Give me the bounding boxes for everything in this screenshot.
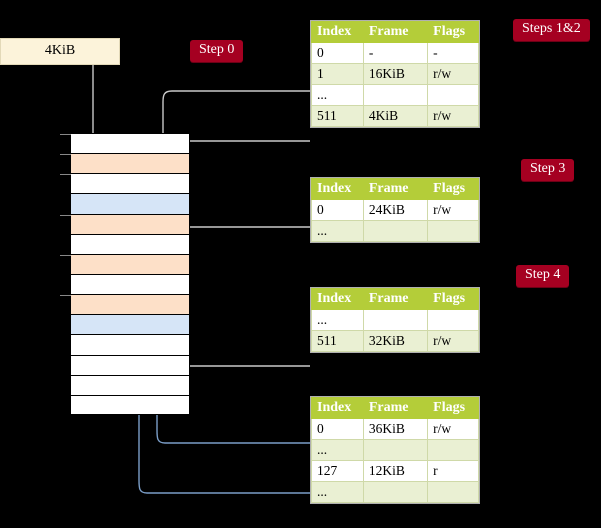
physical-memory-block [60, 133, 190, 415]
cell-flags: r/w [427, 63, 479, 86]
frame-tick-mark [60, 134, 71, 135]
cell-frame [362, 220, 429, 243]
cell-index: 1 [311, 63, 364, 86]
column-header-flags: Flags [427, 287, 479, 311]
frame-tick-mark [60, 295, 71, 297]
cell-flags: - [427, 42, 479, 65]
cell-frame: 24KiB [362, 199, 429, 222]
badge-step-4: Step 4 [516, 265, 570, 287]
cell-index: 0 [311, 418, 364, 441]
badge-steps-1-2: Steps 1&2 [513, 19, 590, 41]
cell-index: 0 [311, 42, 364, 65]
column-header-index: Index [311, 177, 364, 201]
cell-frame: 36KiB [362, 418, 429, 441]
cell-index: ... [311, 309, 364, 332]
cell-flags: r/w [427, 418, 479, 441]
cell-frame [362, 309, 429, 332]
column-header-frame: Frame [362, 20, 429, 44]
table-row[interactable]: ... [311, 84, 479, 107]
cell-index: 0 [311, 199, 364, 222]
cell-frame: 32KiB [362, 330, 429, 353]
badge-step-0-label: Step 0 [199, 42, 235, 57]
badge-step-4-label: Step 4 [525, 267, 561, 282]
cell-index: 511 [311, 105, 364, 128]
memory-frame-row [60, 133, 190, 154]
badge-step-3-label: Step 3 [530, 161, 566, 176]
badge-steps-1-2-label: Steps 1&2 [522, 21, 581, 36]
cell-index: ... [311, 481, 364, 504]
table-row[interactable]: ... [311, 481, 479, 504]
memory-frame-row [70, 314, 190, 335]
badge-step-0: Step 0 [190, 40, 244, 62]
frame-tick-mark [60, 154, 71, 156]
cell-flags [427, 439, 479, 462]
memory-frame-row [70, 334, 190, 355]
memory-frame-row [70, 233, 190, 254]
cell-flags: r [427, 460, 479, 483]
cell-frame: 4KiB [362, 105, 429, 128]
cell-frame: 16KiB [362, 63, 429, 86]
table-row[interactable]: ... [311, 309, 479, 332]
cell-index: ... [311, 220, 364, 243]
wire-l2-511-to-frame [168, 322, 310, 367]
column-header-frame: Frame [362, 287, 429, 311]
wire-l4-511-to-frame [173, 140, 310, 156]
virtual-page-label: 4KiB [44, 43, 76, 58]
cell-flags [427, 481, 479, 504]
cell-flags [427, 220, 479, 243]
frame-tick-mark [60, 254, 71, 256]
cell-frame [362, 439, 429, 462]
cell-frame: 12KiB [362, 460, 429, 483]
table-row[interactable]: 0-- [311, 42, 479, 65]
column-header-flags: Flags [427, 396, 479, 420]
frame-tick-mark [60, 214, 71, 216]
cell-index: ... [311, 84, 364, 107]
memory-frame-row [70, 394, 190, 415]
column-header-flags: Flags [427, 177, 479, 201]
column-header-frame: Frame [362, 396, 429, 420]
cell-flags [427, 309, 479, 332]
wire-l3-0-to-frame [177, 226, 310, 272]
column-header-index: Index [311, 20, 364, 44]
memory-frame-row [70, 374, 190, 395]
virtual-page-box: 4KiB [0, 38, 120, 65]
badge-step-3: Step 3 [521, 159, 575, 181]
memory-frame-row [70, 193, 190, 214]
memory-frame-row [60, 253, 190, 274]
cell-index: 127 [311, 460, 364, 483]
table-row[interactable]: ... [311, 439, 479, 462]
column-header-frame: Frame [362, 177, 429, 201]
memory-frame-row [60, 173, 190, 194]
column-header-index: Index [311, 287, 364, 311]
memory-frame-row [60, 213, 190, 234]
frame-tick-mark [60, 174, 71, 176]
column-header-flags: Flags [427, 20, 479, 44]
cell-flags: r/w [427, 199, 479, 222]
memory-frame-row [70, 274, 190, 295]
column-header-index: Index [311, 396, 364, 420]
cell-frame [362, 481, 429, 504]
cell-flags [427, 84, 479, 107]
table-row[interactable]: ... [311, 220, 479, 243]
cell-frame: - [362, 42, 429, 65]
cell-flags: r/w [427, 105, 479, 128]
cell-index: 511 [311, 330, 364, 353]
cell-flags: r/w [427, 330, 479, 353]
memory-frame-row [70, 354, 190, 375]
memory-frame-row [60, 294, 190, 315]
memory-frame-row [60, 153, 190, 174]
cell-index: ... [311, 439, 364, 462]
cell-frame [362, 84, 429, 107]
